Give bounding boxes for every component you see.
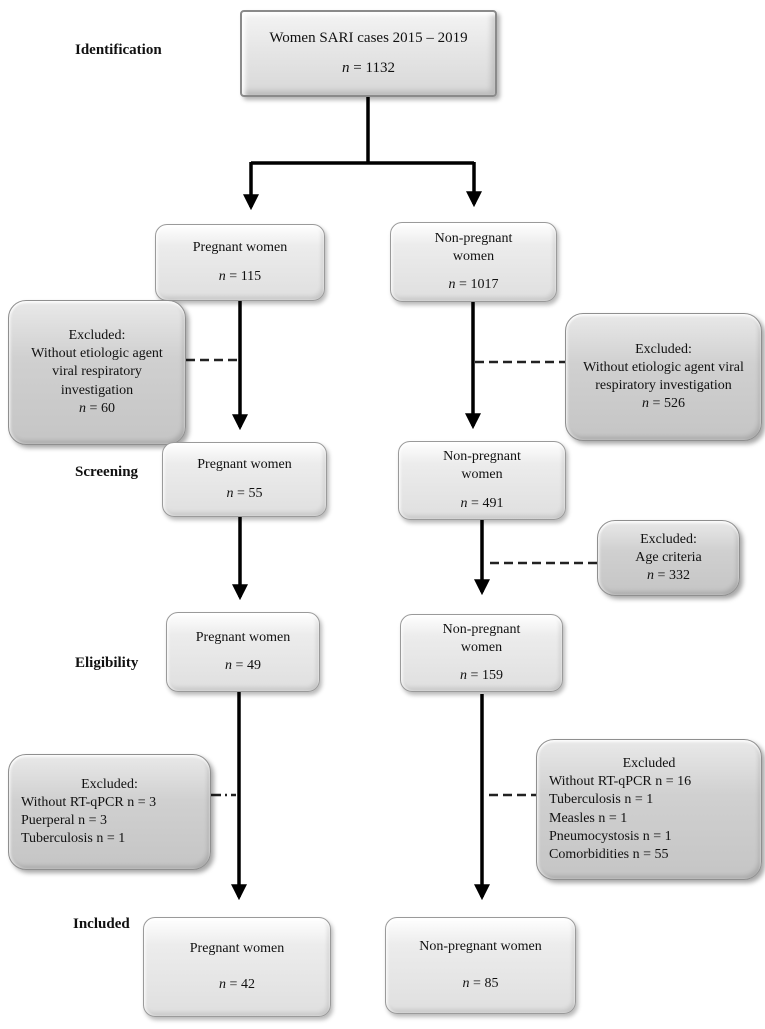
- node-excluded-no-etiologic-left: Excluded:Without etiologic agent viral r…: [8, 300, 186, 445]
- stage-label-included: Included: [73, 916, 130, 932]
- node-excluded-no-etiologic-right: Excluded:Without etiologic agent viral r…: [565, 313, 762, 441]
- stage-label-identification: Identification: [75, 42, 162, 58]
- stage-label-screening: Screening: [75, 464, 139, 480]
- stage-label-eligibility: Eligibility: [75, 655, 139, 671]
